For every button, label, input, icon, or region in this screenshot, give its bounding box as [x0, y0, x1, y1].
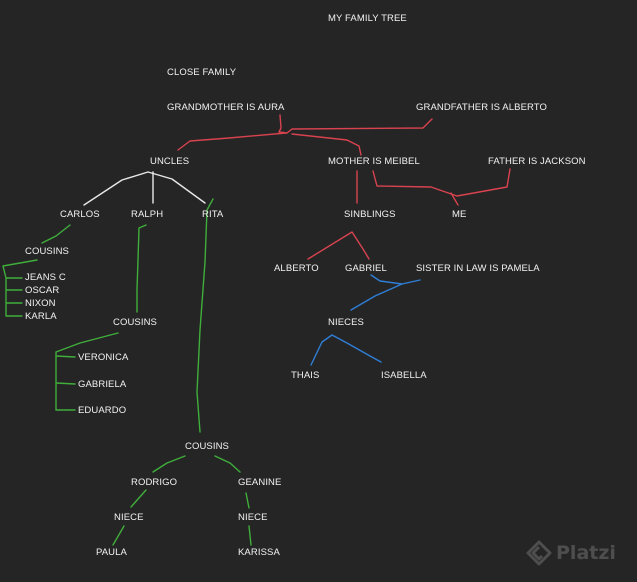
connector-uncles [83, 171, 206, 206]
node-grandfather: GRANDFATHER IS ALBERTO [416, 102, 548, 113]
connector-ralph-cousins-list [55, 332, 119, 411]
node-mother: MOTHER IS MEIBEL [328, 156, 420, 167]
node-sister-in-law: SISTER IN LAW IS PAMELA [416, 263, 540, 274]
node-alberto: ALBERTO [274, 263, 319, 274]
page-title: MY FAMILY TREE [328, 13, 407, 24]
connector-grandparents-to-mother [291, 133, 362, 156]
node-cousins-ralph: COUSINS [113, 317, 157, 328]
node-niece-rodrigo: NIECE [114, 512, 144, 523]
node-isabella: ISABELLA [381, 370, 427, 381]
watermark-text: Platzi [556, 542, 616, 564]
node-thais: THAIS [291, 370, 320, 381]
section-heading: CLOSE FAMILY [167, 67, 237, 78]
platzi-watermark: Platzi [526, 540, 616, 566]
node-veronica: VERONICA [78, 352, 129, 363]
platzi-logo-icon [526, 540, 552, 566]
node-rodrigo: RODRIGO [131, 477, 178, 488]
node-oscar: OSCAR [25, 285, 60, 296]
node-nieces: NIECES [328, 317, 364, 328]
connector-parents-to-me [372, 168, 511, 197]
connector-couple [370, 274, 421, 285]
connector-rita-cousins [196, 198, 214, 433]
node-jeans: JEANS C [25, 272, 66, 283]
node-eduardo: EDUARDO [78, 405, 127, 416]
node-ralph: RALPH [131, 209, 164, 220]
node-nixon: NIXON [25, 298, 56, 309]
connector-nieces-children [310, 334, 382, 366]
connector-sinblings-to-siblings [307, 231, 370, 260]
connector-rodrigo-niece [130, 489, 147, 508]
node-cousins-carlos: COUSINS [25, 246, 69, 257]
connector-ralph-cousins [136, 224, 147, 313]
node-uncles: UNCLES [150, 156, 190, 167]
node-grandmother: GRANDMOTHER IS AURA [167, 102, 285, 113]
node-geanine: GEANINE [238, 477, 282, 488]
connector-niece-karissa [248, 525, 252, 546]
connector-cousins-rodrigo [152, 455, 186, 473]
node-rita: RITA [202, 209, 224, 220]
node-niece-geanine: NIECE [238, 512, 268, 523]
connector-grandparents [278, 114, 433, 134]
node-karissa: KARISSA [238, 547, 280, 558]
node-gabriel: GABRIEL [345, 263, 387, 274]
node-karla: KARLA [25, 311, 57, 322]
connector-geanine-niece [245, 492, 250, 509]
connector-cousins-geanine [214, 455, 241, 473]
node-me: ME [452, 209, 467, 220]
connector-couple-to-nieces [350, 283, 403, 311]
connector-grandparents-to-uncles [177, 132, 287, 151]
connector-carlos-cousins-list [2, 259, 38, 317]
node-paula: PAULA [96, 547, 127, 558]
connector-carlos-cousins [41, 224, 71, 244]
node-cousins-rita: COUSINS [185, 441, 229, 452]
connector-niece-paula [112, 525, 125, 546]
node-carlos: CARLOS [60, 209, 100, 220]
connector-me [450, 192, 459, 206]
node-gabriela: GABRIELA [78, 379, 127, 390]
node-sinblings: SINBLINGS [344, 209, 396, 220]
node-father: FATHER IS JACKSON [488, 156, 586, 167]
